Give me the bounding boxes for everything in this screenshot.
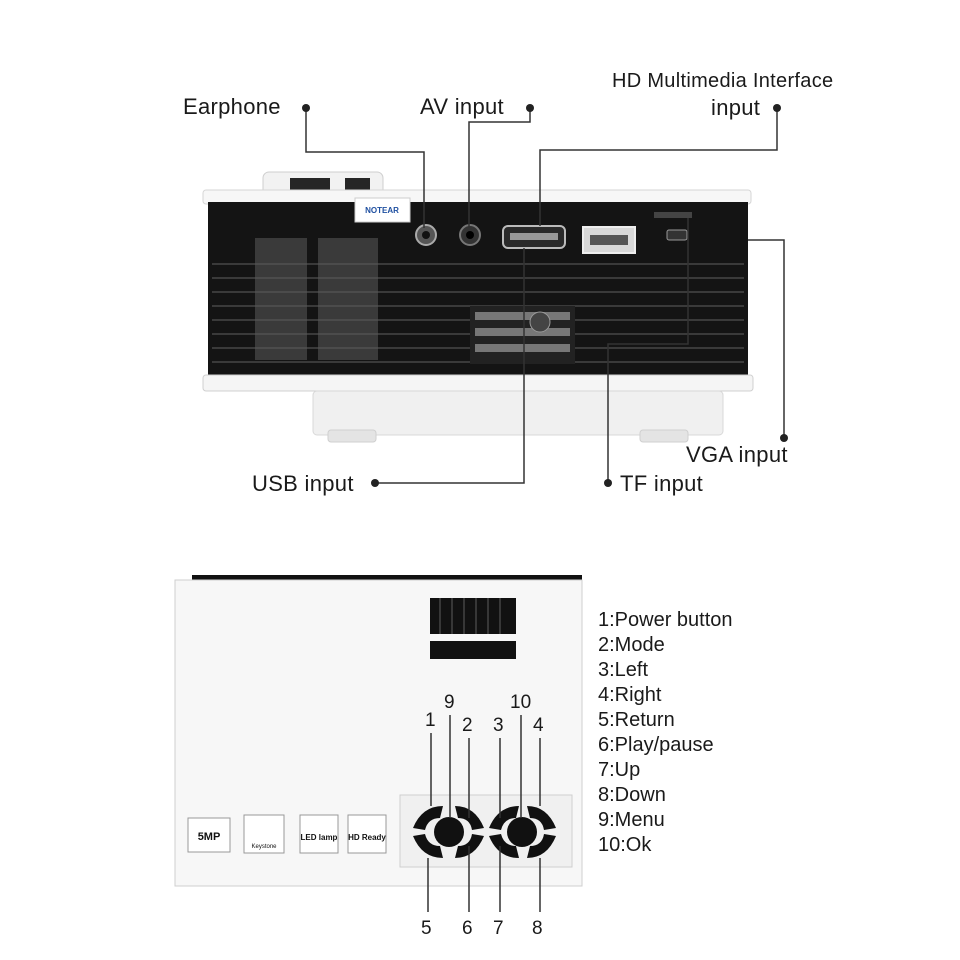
control-panel (399, 794, 573, 868)
vga-port (666, 229, 688, 241)
button-number-6: 6 (462, 918, 473, 939)
legend-item: 4:Right (598, 684, 662, 706)
callout-lines (305, 108, 785, 484)
button-legend: 1:Power button 2:Mode 3:Left 4:Right 5:R… (598, 608, 733, 858)
button-number-1: 1 (425, 710, 436, 731)
button-number-9: 9 (444, 692, 455, 713)
legend-item: 8:Down (598, 784, 666, 806)
tf-input-label: TF input (620, 471, 704, 496)
button-number-10: 10 (510, 692, 532, 713)
feature-badges (187, 814, 387, 854)
brand-sticker (354, 197, 411, 223)
button-number-2: 2 (462, 715, 473, 736)
tf-slot (654, 212, 692, 218)
brand-sticker-text: NOTEAR (365, 206, 399, 215)
av-input-label: AV input (420, 94, 504, 119)
badge-5mp: 5MP (198, 831, 221, 843)
projector-top-view: 5MP Keystone LED lamp HD Ready (174, 575, 583, 887)
badge-hd-ready: HD Ready (348, 833, 386, 842)
button-number-8: 8 (532, 918, 543, 939)
focus-wheel (430, 598, 516, 634)
button-number-4: 4 (533, 715, 544, 736)
button-number-5: 5 (421, 918, 432, 939)
legend-item: 7:Up (598, 759, 641, 781)
hdmi-label-line2: input (711, 95, 761, 120)
button-number-7: 7 (493, 918, 504, 939)
badge-led-lamp: LED lamp (301, 833, 338, 842)
fan-window (470, 306, 575, 364)
vga-input-label: VGA input (686, 442, 788, 467)
callout-dots (302, 104, 788, 487)
projector-rear-view: NOTEAR (202, 171, 754, 443)
button-callout-lines (427, 715, 541, 912)
legend-item: 1:Power button (598, 609, 733, 631)
button-cluster-right (489, 806, 556, 858)
legend-item: 2:Mode (598, 634, 665, 656)
badge-keystone: Keystone (251, 844, 277, 850)
usb-input-label: USB input (252, 471, 354, 496)
speaker-grill (255, 238, 378, 360)
legend-item: 3:Left (598, 659, 649, 681)
legend-item: 10:Ok (598, 834, 652, 856)
earphone-label: Earphone (183, 94, 281, 119)
legend-item: 9:Menu (598, 809, 665, 831)
legend-item: 6:Play/pause (598, 734, 714, 756)
button-number-3: 3 (493, 715, 504, 736)
hdmi-label-line1: HD Multimedia Interface (612, 70, 834, 92)
legend-item: 5:Return (598, 709, 675, 731)
